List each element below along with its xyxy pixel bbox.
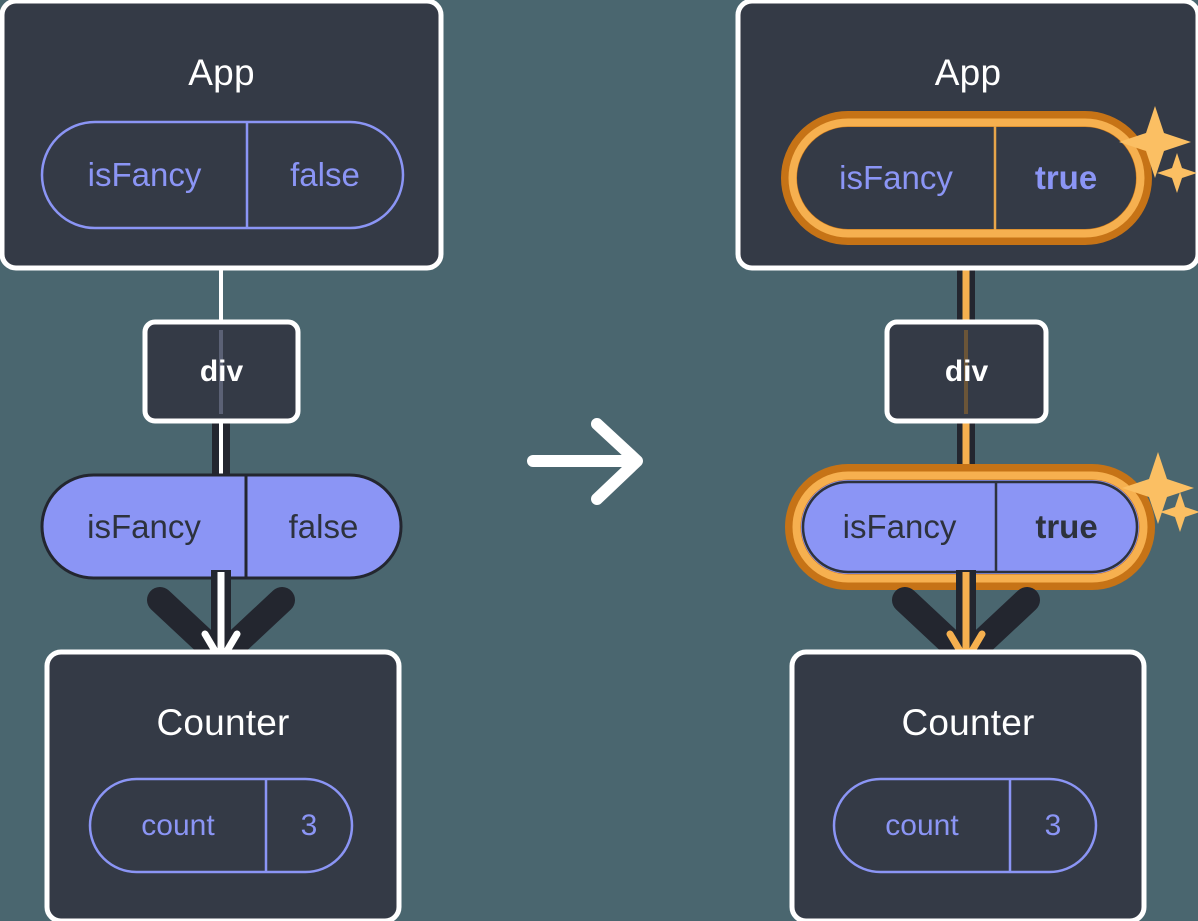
pill-isfancy-prop-right	[801, 480, 1139, 574]
node-counter-right	[789, 649, 1147, 921]
pill-isfancy-prop-left	[40, 473, 403, 580]
after-panel-graphics	[735, 0, 1198, 921]
sparkle-group-app	[1119, 106, 1197, 193]
sparkle-large-icon-app	[1119, 106, 1191, 178]
sparkle-small-icon-app	[1157, 153, 1197, 193]
sparkle-large-icon-prop	[1122, 452, 1194, 524]
arrow-right-icon	[591, 418, 643, 505]
sparkle-group-prop	[1122, 452, 1198, 532]
before-panel-graphics	[0, 0, 444, 921]
pill-count-left	[88, 777, 354, 874]
sparkle-small-icon-prop	[1160, 492, 1198, 532]
transition-arrow-group	[527, 418, 643, 505]
pill-count-right	[832, 777, 1098, 874]
pill-isfancy-app-left	[40, 120, 405, 230]
node-counter-left	[44, 649, 402, 921]
pill-isfancy-app-right-inner-ring	[788, 118, 1145, 238]
node-app-left	[0, 0, 444, 271]
pill-isfancy-app-right-outer-ring	[781, 111, 1152, 245]
